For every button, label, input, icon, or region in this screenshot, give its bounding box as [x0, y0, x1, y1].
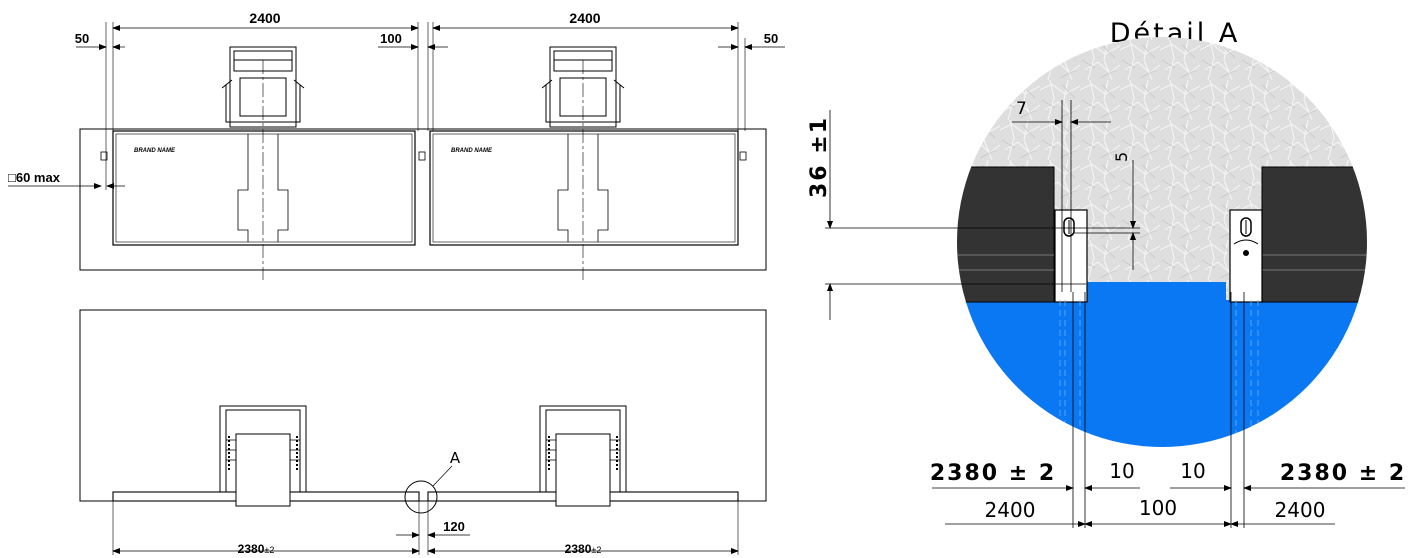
plan-dim-post: □60 max	[8, 170, 61, 185]
detail-dim-left-gap: 10	[1109, 459, 1134, 483]
plan-dim-width-left: 2400	[249, 10, 280, 26]
detail-dimensions	[825, 100, 1405, 528]
detail-dim-right-gap: 10	[1180, 459, 1205, 483]
detail-dim-right-total: 2400	[1275, 498, 1326, 522]
plan-frame-object-right	[541, 46, 625, 128]
detail-dim-left-width: 2380 ± 2	[930, 461, 1056, 486]
detail-a-marker-circle	[404, 480, 438, 514]
plan-frame	[79, 128, 767, 271]
detail-a-marker-label: A	[450, 449, 461, 467]
detail-a-view	[957, 37, 1367, 447]
elevation-frame-object-right	[539, 405, 627, 507]
plan-view	[8, 22, 785, 280]
post-middle	[418, 151, 426, 161]
plan-frame-object-left	[221, 46, 305, 128]
elevation-dim-gap: 120	[443, 519, 465, 534]
plan-dim-width-right: 2400	[569, 10, 600, 26]
detail-water	[957, 300, 1367, 447]
detail-panel-right	[1261, 166, 1367, 303]
elevation-view	[79, 309, 767, 555]
plan-dim-gap-left: 50	[75, 31, 89, 46]
plan-panel-right	[429, 130, 739, 246]
post-left	[100, 151, 108, 161]
elevation-frame-object-left	[219, 405, 307, 507]
plan-brand-right: BRAND NAME	[451, 148, 493, 154]
plan-brand-left: BRAND NAME	[134, 148, 176, 154]
detail-dim-middle: 100	[1139, 496, 1177, 520]
detail-panel-left	[957, 166, 1055, 303]
elevation-dim-panel-right: 2380±2	[565, 542, 602, 556]
elevation-dim-panel-left: 2380±2	[238, 542, 275, 556]
detail-dim-vertical: 5	[1112, 152, 1131, 162]
post-right	[739, 151, 747, 161]
detail-dim-top: 7	[1016, 99, 1027, 119]
detail-dim-left-total: 2400	[985, 498, 1036, 522]
plan-dim-gap-right: 50	[764, 31, 778, 46]
detail-dim-right-width: 2380 ± 2	[1280, 461, 1406, 486]
detail-dim-height: 36 ±1	[807, 116, 832, 198]
plan-dim-gap-middle: 100	[380, 31, 402, 46]
elevation-frame	[79, 309, 767, 502]
